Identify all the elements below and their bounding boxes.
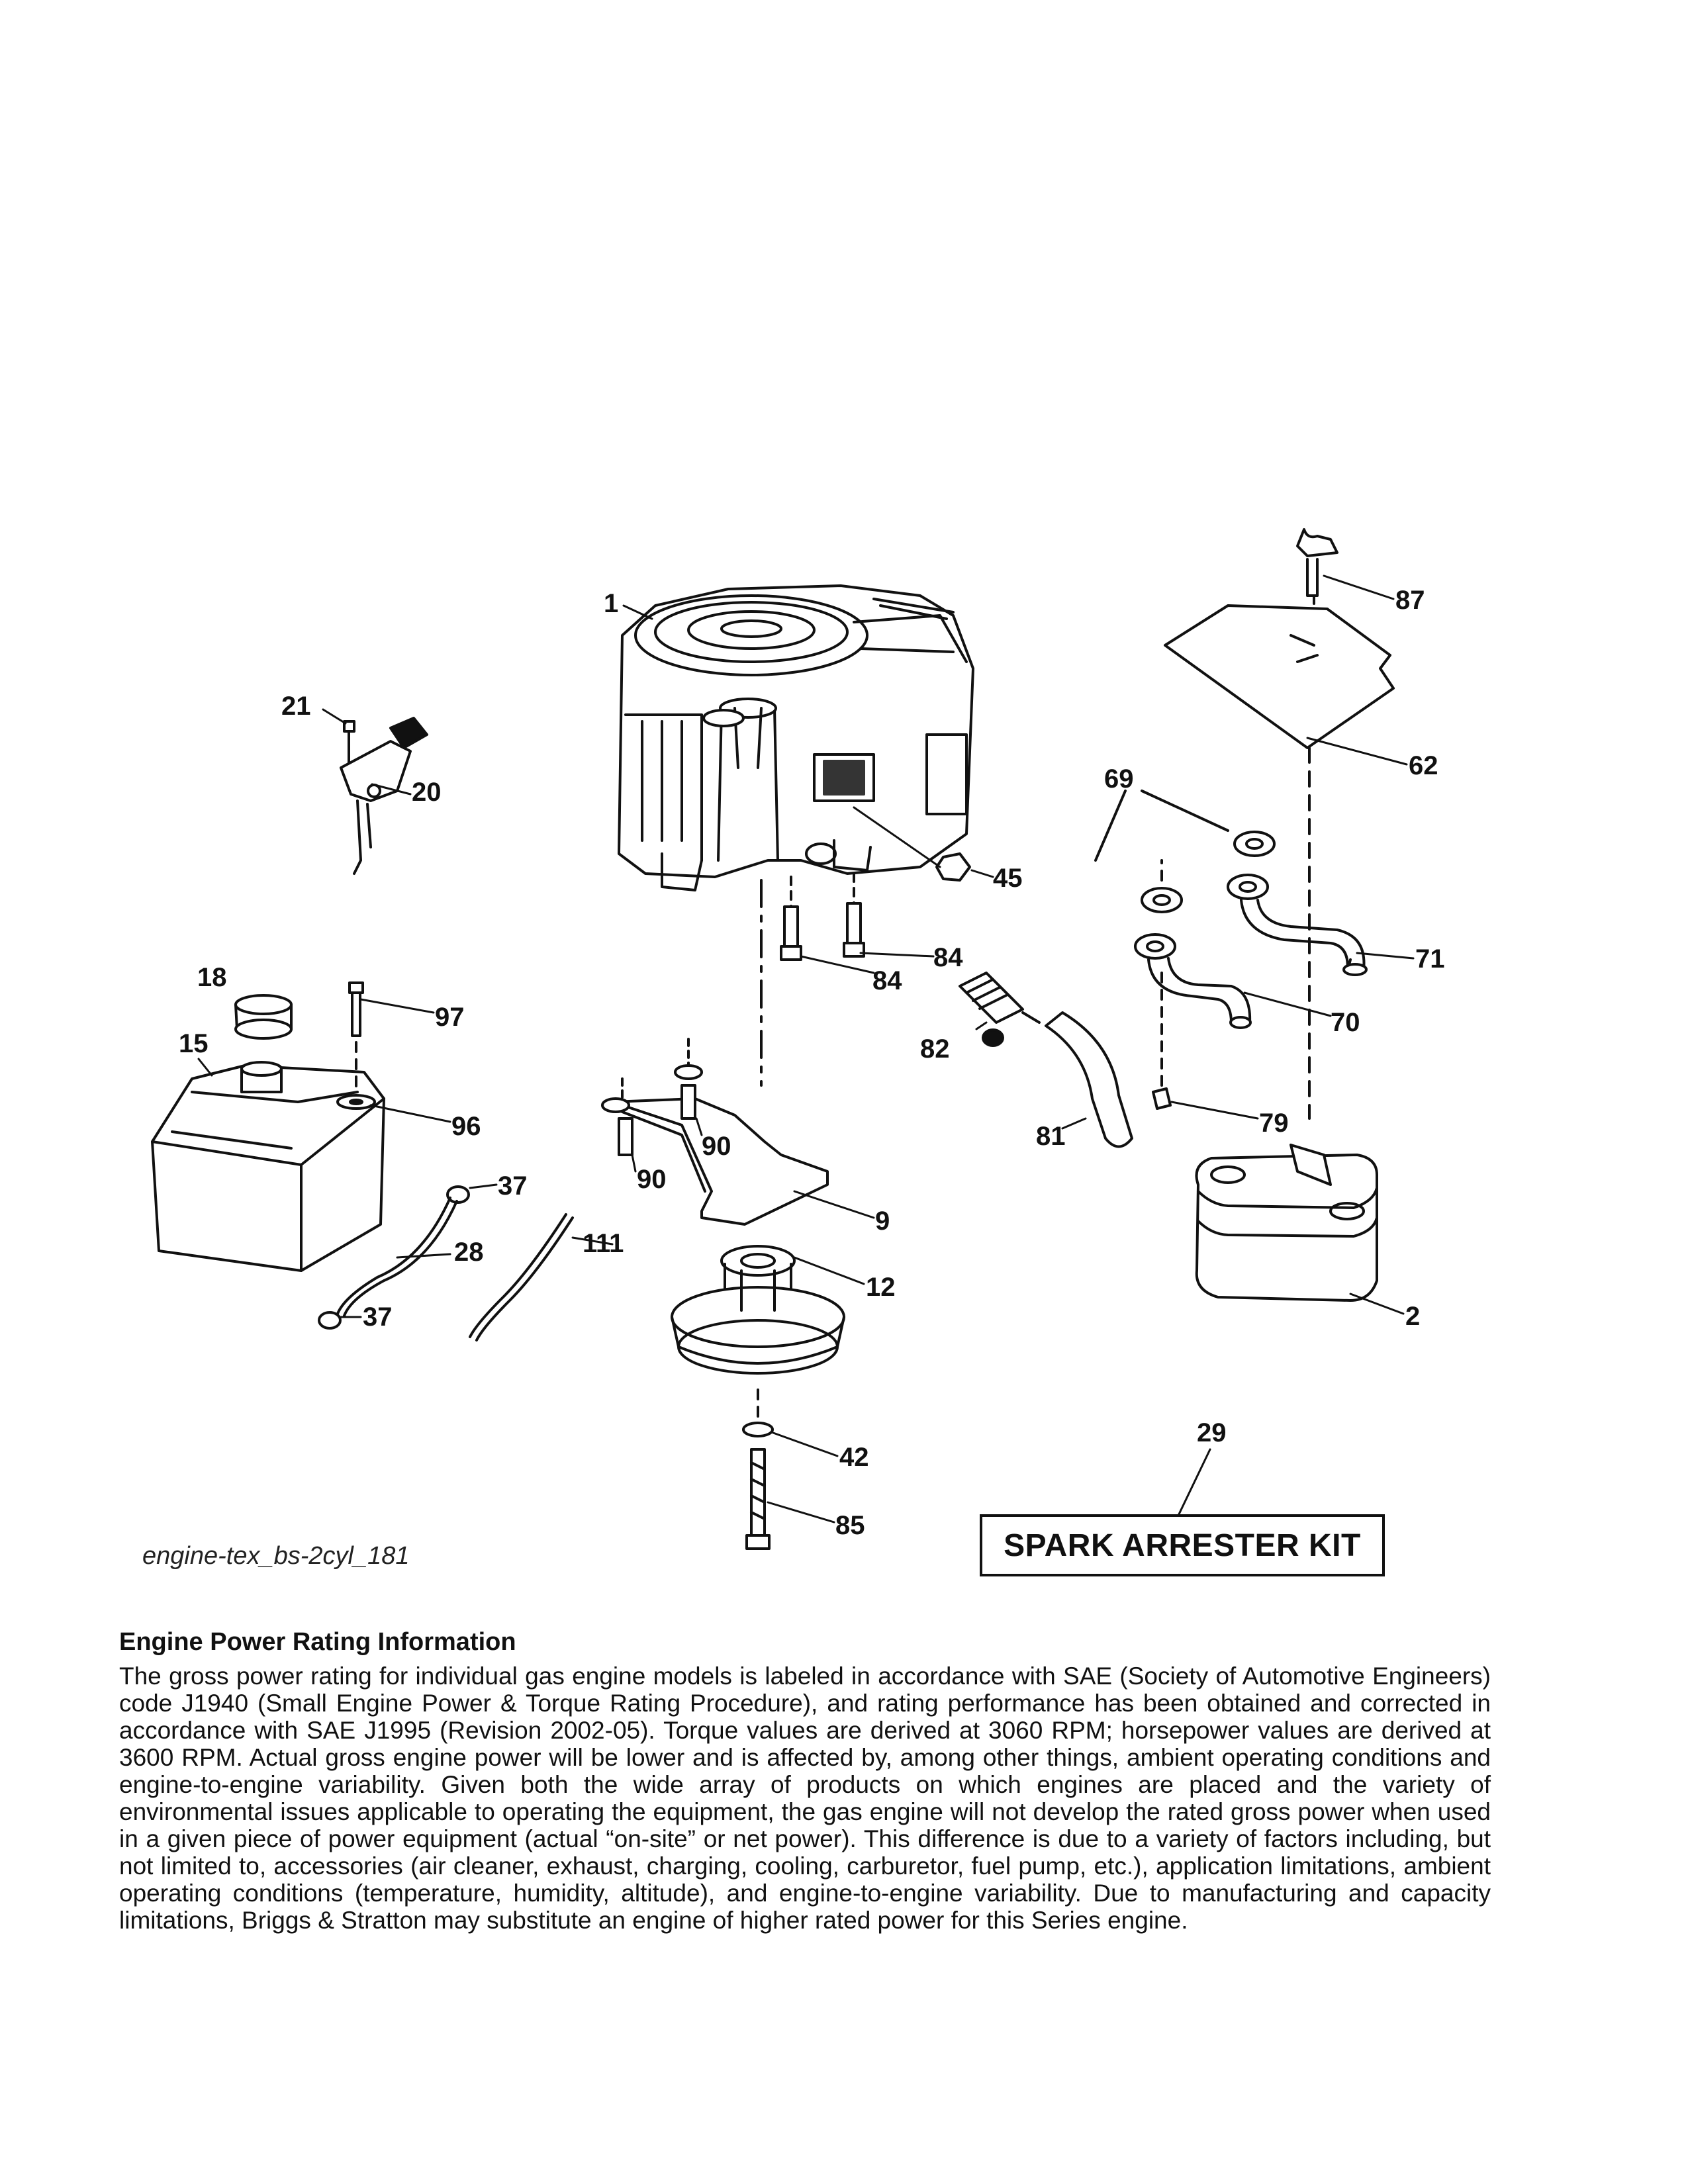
tank-mount-part <box>336 981 376 1110</box>
fuel-cap-part <box>234 994 293 1040</box>
callout-90-upper: 90 <box>702 1132 731 1161</box>
heat-shield-part <box>1164 528 1395 1120</box>
callout-85: 85 <box>835 1511 865 1540</box>
callout-18: 18 <box>197 963 227 992</box>
exhaust-pipe-part <box>1094 790 1368 1110</box>
callout-79: 79 <box>1259 1109 1289 1138</box>
spark-arrester-kit-label: SPARK ARRESTER KIT <box>1004 1527 1361 1563</box>
callout-70: 70 <box>1331 1008 1360 1037</box>
callout-84-upper: 84 <box>933 943 963 972</box>
callout-28: 28 <box>454 1238 484 1267</box>
callout-69: 69 <box>1104 764 1134 794</box>
callout-84-lower: 84 <box>872 966 902 995</box>
callout-20: 20 <box>412 778 442 807</box>
callout-90-lower: 90 <box>637 1165 667 1194</box>
fuel-tank-part <box>151 1061 385 1272</box>
callout-2: 2 <box>1405 1302 1420 1331</box>
muffler-part <box>1195 1144 1378 1302</box>
crank-bolt-part <box>742 1388 774 1550</box>
callout-62: 62 <box>1409 751 1438 780</box>
callout-37-upper: 37 <box>498 1171 528 1201</box>
callout-15: 15 <box>179 1029 209 1058</box>
callout-42: 42 <box>839 1443 869 1472</box>
callout-1: 1 <box>604 589 618 618</box>
rating-body: The gross power rating for individual ga… <box>119 1662 1491 1934</box>
rating-title: Engine Power Rating Information <box>119 1628 516 1656</box>
spark-arrester-kit-box: SPARK ARRESTER KIT <box>980 1514 1385 1576</box>
callout-111: 111 <box>583 1229 624 1258</box>
callout-numbers: 1 87 21 20 62 69 45 84 84 71 18 97 70 15… <box>179 586 1445 1540</box>
callout-12: 12 <box>866 1273 896 1302</box>
throttle-control-part <box>340 717 428 875</box>
nut-part <box>935 852 971 882</box>
callout-96: 96 <box>451 1112 481 1141</box>
callout-97: 97 <box>435 1003 465 1032</box>
engine-parts-diagram: 1 87 21 20 62 69 45 84 84 71 18 97 70 15… <box>151 528 1445 1550</box>
engine-part <box>618 584 974 891</box>
callout-37-lower: 37 <box>363 1302 393 1332</box>
diagram-code: engine-tex_bs-2cyl_181 <box>142 1542 410 1570</box>
callout-87: 87 <box>1395 586 1425 615</box>
callout-9: 9 <box>875 1206 890 1236</box>
oil-drain-part <box>959 972 1133 1148</box>
callout-81: 81 <box>1036 1122 1066 1151</box>
engine-mount-bolts-part <box>760 872 865 1087</box>
callout-29: 29 <box>1197 1418 1227 1447</box>
leader-lines <box>197 574 1415 1524</box>
pulley-part <box>671 1245 845 1375</box>
callout-82: 82 <box>920 1034 950 1064</box>
fuel-line-part <box>318 1185 574 1342</box>
callout-45: 45 <box>993 864 1023 893</box>
callout-21: 21 <box>281 692 311 721</box>
callout-71: 71 <box>1415 944 1445 974</box>
